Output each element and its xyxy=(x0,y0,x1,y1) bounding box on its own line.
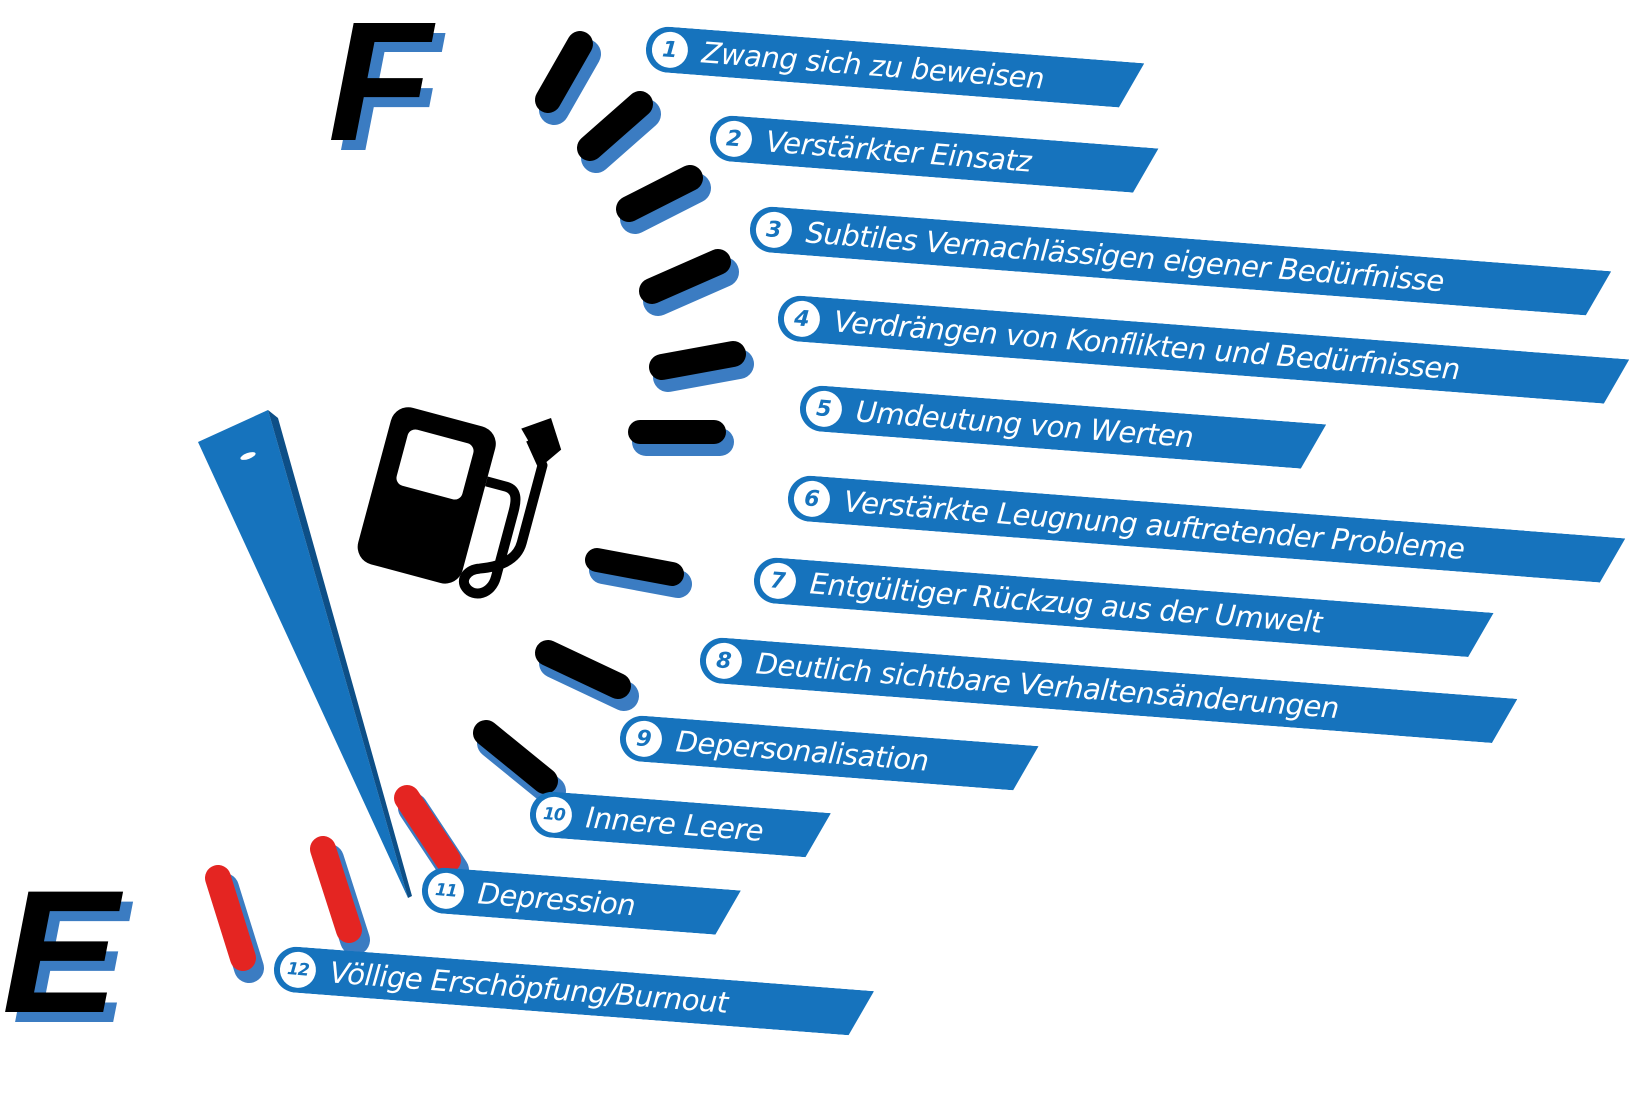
fuel-pump-icon xyxy=(357,407,562,599)
gauge-ticks xyxy=(205,31,754,983)
stage-label: Deutlich sichtbare Verhaltensänderungen xyxy=(754,646,1341,726)
stage-number: 1 xyxy=(651,31,690,70)
gauge-needle xyxy=(198,410,412,898)
stage-label: Innere Leere xyxy=(584,800,765,848)
stage-label: Verstärkte Leugnung auftretender Problem… xyxy=(842,484,1466,566)
stage-number: 11 xyxy=(427,872,466,911)
stage-number: 8 xyxy=(705,642,744,681)
gauge-tick xyxy=(473,720,558,794)
stage-number: 2 xyxy=(715,120,754,159)
stage-number: 9 xyxy=(625,720,664,759)
gauge-tick xyxy=(577,91,653,161)
stage-number: 10 xyxy=(535,796,574,835)
stage-number: 7 xyxy=(759,562,798,601)
stage-bar: 6 Verstärkte Leugnung auftretender Proble… xyxy=(786,474,1625,584)
stage-number: 3 xyxy=(755,211,794,250)
stage-bar: 2 Verstärkter Einsatz xyxy=(708,114,1158,194)
stage-label: Depression xyxy=(476,876,637,923)
empty-marker: E E xyxy=(2,855,134,1060)
stage-number: 6 xyxy=(793,480,832,519)
stage-label: Umdeutung von Werten xyxy=(854,394,1195,455)
stage-label: Zwang sich zu beweisen xyxy=(700,35,1046,96)
full-letter: F xyxy=(328,0,436,177)
full-letter-shadow: F xyxy=(338,0,446,187)
gauge-tick xyxy=(639,249,731,304)
full-marker: F F xyxy=(328,0,446,187)
gauge-tick xyxy=(535,31,593,113)
stage-label: Depersonalisation xyxy=(674,724,930,778)
empty-letter: E xyxy=(2,855,124,1050)
stage-bar: 8 Deutlich sichtbare Verhaltensänderungen xyxy=(698,636,1517,745)
gauge-tick-critical xyxy=(310,836,362,943)
stage-number: 4 xyxy=(783,300,822,339)
stage-bar: 4 Verdrängen von Konflikten und Bedürfnis… xyxy=(776,294,1629,405)
stage-label: Entgültiger Rückzug aus der Umwelt xyxy=(808,566,1324,640)
stage-bar: 11 Depression xyxy=(420,866,741,936)
stage-label: Subtiles Vernachlässigen eigener Bedürfn… xyxy=(804,215,1446,299)
stage-bar: 10 Innere Leere xyxy=(528,790,831,859)
stage-bar: 5 Umdeutung von Werten xyxy=(798,384,1326,470)
gauge-tick xyxy=(585,548,684,586)
stage-bar: 9 Depersonalisation xyxy=(618,714,1038,792)
gauge-tick xyxy=(616,165,703,222)
gauge-tick-critical xyxy=(394,785,461,873)
stage-bar: 7 Entgültiger Rückzug aus der Umwelt xyxy=(752,556,1493,659)
gauge-tick xyxy=(535,640,631,699)
stage-bar: 3 Subtiles Vernachlässigen eigener Bedürf… xyxy=(748,205,1611,317)
stage-number: 5 xyxy=(805,390,844,429)
stage-bar: 1 Zwang sich zu beweisen xyxy=(644,25,1144,109)
stage-number: 12 xyxy=(279,951,318,990)
empty-letter-shadow: E xyxy=(12,865,134,1060)
gauge-tick-critical xyxy=(205,865,256,971)
stage-label: Verdrängen von Konflikten und Bedürfniss… xyxy=(832,304,1461,387)
stage-label: Völlige Erschöpfung/Burnout xyxy=(328,955,730,1020)
stage-bar: 12 Völlige Erschöpfung/Burnout xyxy=(272,945,874,1037)
gauge-tick xyxy=(649,341,746,380)
stage-label: Verstärkter Einsatz xyxy=(764,124,1033,179)
